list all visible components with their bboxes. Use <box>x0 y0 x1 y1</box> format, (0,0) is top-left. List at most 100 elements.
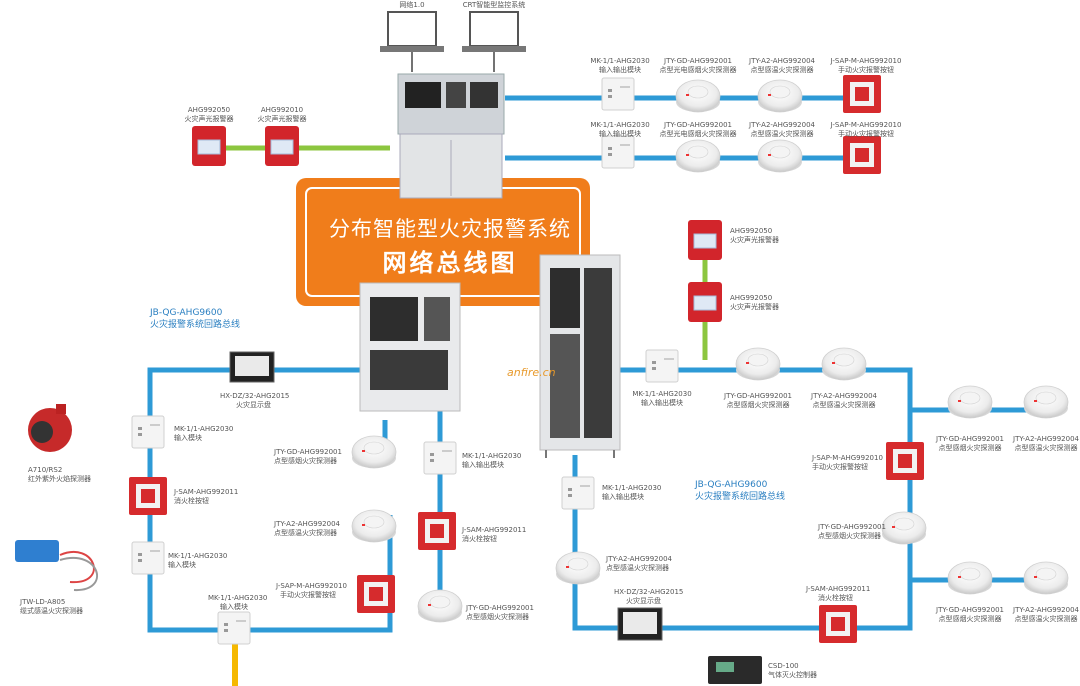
right-loop-name: JB-QG-AHG9600 <box>695 480 768 490</box>
left-module-3 <box>217 611 251 645</box>
right-far-smoke-1-model: JTY-GD-AHG992001 <box>936 435 1004 443</box>
left-button-1 <box>129 477 167 515</box>
top-row2-smoke <box>675 139 721 173</box>
laptop-1 <box>380 11 444 72</box>
left-smoke-2-model: JTY-GD-AHG992001 <box>466 604 534 612</box>
left-panel-model: HX-DZ/32-AHG2015 <box>220 392 290 400</box>
top-row1-heat-desc: 点型感温火灾探测器 <box>750 66 814 74</box>
right-smoke-2-desc: 点型感烟火灾探测器 <box>818 532 881 540</box>
right-alarm-1-desc: 火灾声光报警器 <box>730 236 779 244</box>
cable-detector <box>15 540 99 592</box>
gas-controller <box>708 656 762 684</box>
left-loop-name: JB-QG-AHG9600 <box>150 308 223 318</box>
right-hydrant-button <box>819 605 857 643</box>
right-heat-1-desc: 点型感温火灾探测器 <box>812 401 876 409</box>
left-module-1 <box>131 415 165 449</box>
top-row1-module-desc: 输入输出模块 <box>599 66 641 74</box>
left-module-4-desc: 输入输出模块 <box>462 461 504 469</box>
top-alarm-1-model: AHG992050 <box>187 106 231 114</box>
right-far-smoke-2-desc: 点型感烟火灾探测器 <box>938 615 1002 623</box>
top-row2-button-model: J-SAP-M-AHG992010 <box>830 121 902 129</box>
left-module-4 <box>423 441 457 475</box>
right-far-smoke-2 <box>947 561 993 595</box>
left-smoke-1 <box>351 435 397 469</box>
right-module-2-model: MK-1/1-AHG2030 <box>602 484 662 492</box>
top-row2-module-model: MK-1/1-AHG2030 <box>590 121 650 129</box>
title-line-1: 分布智能型火灾报警系统 <box>329 217 571 241</box>
top-alarm-2 <box>264 125 300 167</box>
top-row1-smoke-model: JTY-GD-AHG992001 <box>664 57 732 65</box>
right-far-smoke-2-model: JTY-GD-AHG992001 <box>936 606 1004 614</box>
right-alarm-2-model: AHG992050 <box>730 294 773 302</box>
right-alarm-2-desc: 火灾声光报警器 <box>730 303 779 311</box>
laptop-2-label: CRT智能型监控系统 <box>462 1 526 9</box>
right-panel-model: HX-DZ/32-AHG2015 <box>614 588 684 596</box>
cable-model: JTW-LD-A805 <box>20 598 66 606</box>
right-far-heat-2-model: JTY-A2-AHG992004 <box>1013 606 1079 614</box>
gas-desc: 气体灭火控制器 <box>768 671 817 679</box>
top-row2-module <box>601 135 635 169</box>
right-smoke-1 <box>735 347 781 381</box>
right-heat-1-model: JTY-A2-AHG992004 <box>811 392 877 400</box>
right-manual-button <box>886 442 924 480</box>
left-smoke-1-model: JTY-GD-AHG992001 <box>274 448 342 456</box>
left-manual-button <box>357 575 395 613</box>
right-far-heat-2-desc: 点型感温火灾探测器 <box>1014 615 1078 623</box>
top-row2-button-desc: 手动火灾报警按钮 <box>838 130 894 138</box>
left-button-2 <box>418 512 456 550</box>
left-module-2-desc: 输入模块 <box>168 561 196 569</box>
left-button-2-model: J-SAM-AHG992011 <box>462 526 527 534</box>
left-module-2 <box>131 541 165 575</box>
right-panel-desc: 火灾显示盘 <box>626 597 661 605</box>
top-alarm-2-model: AHG992010 <box>260 106 304 114</box>
right-button-model: J-SAM-AHG992011 <box>806 585 871 593</box>
title-box <box>296 178 590 306</box>
top-row1-button-model: J-SAP-M-AHG992010 <box>830 57 902 65</box>
left-heat-1-desc: 点型感温火灾探测器 <box>274 529 337 537</box>
right-heat-2 <box>555 551 601 585</box>
controller-right <box>539 254 621 458</box>
top-row1-smoke <box>675 79 721 113</box>
left-loop-inner <box>382 410 443 590</box>
right-smoke-2 <box>881 511 927 545</box>
left-module-1-desc: 输入模块 <box>174 434 202 442</box>
right-button-desc: 消火栓按钮 <box>818 594 853 602</box>
left-panel-desc: 火灾显示盘 <box>236 401 271 409</box>
left-manual-model: J-SAP-M-AHG992010 <box>276 582 347 590</box>
right-smoke-2-model: JTY-GD-AHG992001 <box>818 523 886 531</box>
left-module-3-model: MK-1/1-AHG2030 <box>208 594 268 602</box>
top-row1-module-model: MK-1/1-AHG2030 <box>590 57 650 65</box>
flame-model: A710/RS2 <box>28 466 63 474</box>
right-module-1-desc: 输入输出模块 <box>641 399 683 407</box>
right-smoke-1-desc: 点型感烟火灾探测器 <box>726 401 790 409</box>
central-console <box>397 73 505 199</box>
left-smoke-2 <box>417 589 463 623</box>
top-alarm-2-desc: 火灾声光报警器 <box>257 115 307 123</box>
left-manual-desc: 手动火灾报警按钮 <box>280 591 336 599</box>
left-loop-desc: 火灾报警系统回路总线 <box>150 320 241 330</box>
flame-detector <box>28 404 72 452</box>
title-line-2: 网络总线图 <box>382 249 518 277</box>
left-display-panel <box>229 351 275 383</box>
right-far-heat-1 <box>1023 385 1069 419</box>
flame-desc: 红外紫外火焰探测器 <box>28 475 91 483</box>
top-alarm-1 <box>191 125 227 167</box>
right-far-heat-1-model: JTY-A2-AHG992004 <box>1013 435 1079 443</box>
right-alarm-1-model: AHG992050 <box>730 227 773 235</box>
top-row1-heat <box>757 79 803 113</box>
right-module-1 <box>645 349 679 383</box>
top-row2-heat-desc: 点型感温火灾探测器 <box>750 130 814 138</box>
right-module-2-desc: 输入输出模块 <box>602 493 644 501</box>
top-row2-smoke-desc: 点型光电感烟火灾探测器 <box>659 130 737 138</box>
right-heat-2-desc: 点型感温火灾探测器 <box>606 564 669 572</box>
left-module-1-model: MK-1/1-AHG2030 <box>174 425 234 433</box>
top-row1-module <box>601 77 635 111</box>
left-module-4-model: MK-1/1-AHG2030 <box>462 452 522 460</box>
right-alarm-2 <box>687 281 723 323</box>
cable-desc: 缆式感温火灾探测器 <box>20 607 83 615</box>
right-module-1-model: MK-1/1-AHG2030 <box>632 390 692 398</box>
left-heat-1 <box>351 509 397 543</box>
right-manual-model: J-SAP-M-AHG992010 <box>812 454 883 462</box>
top-row2-heat <box>757 139 803 173</box>
